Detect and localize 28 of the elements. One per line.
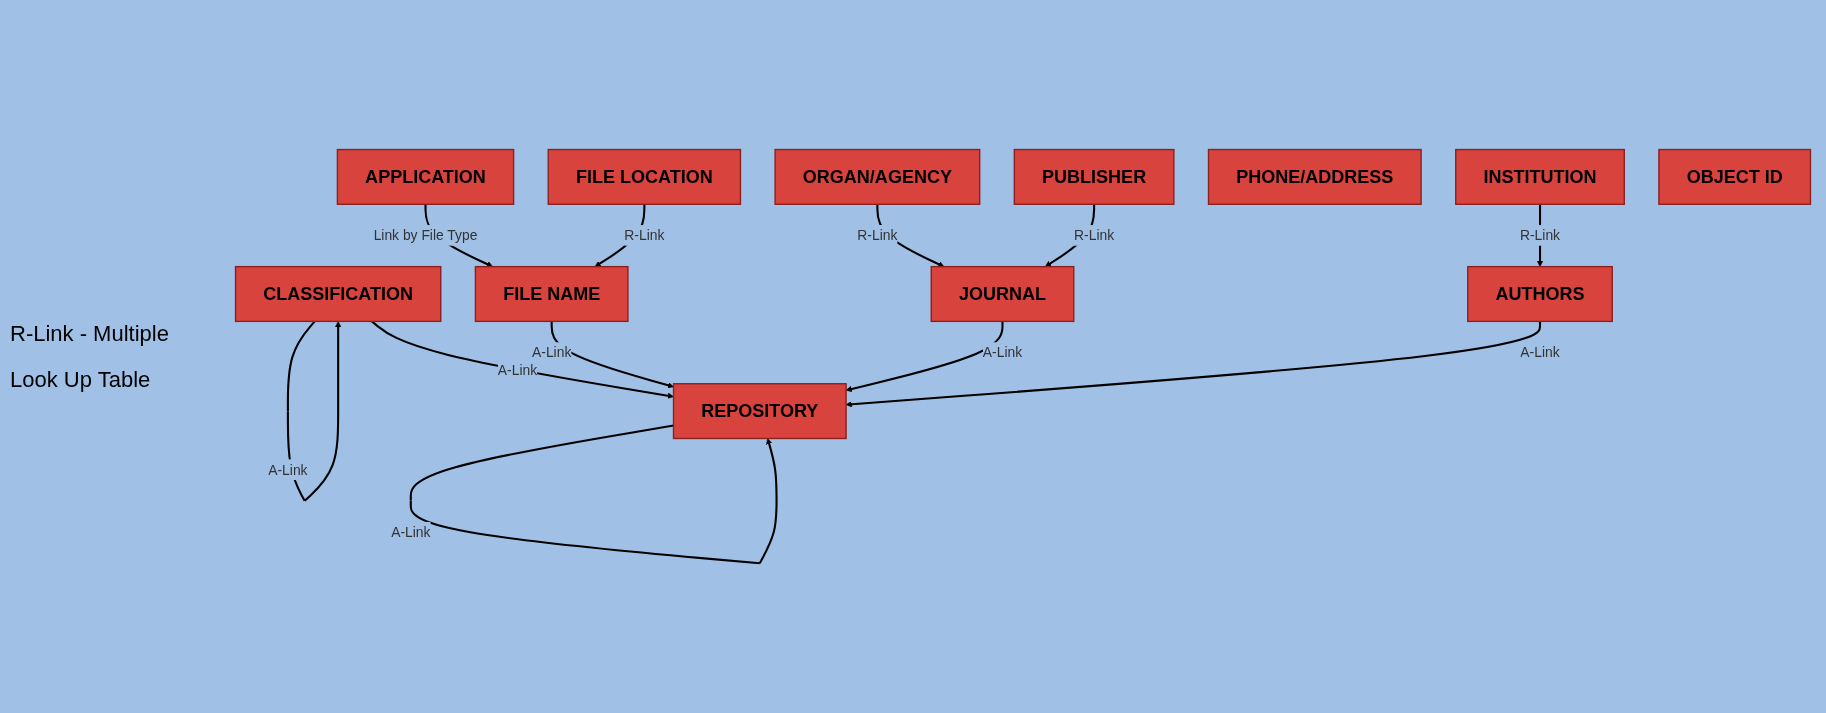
note-text: Look Up Table bbox=[10, 366, 152, 393]
node-box: REPOSITORY bbox=[672, 383, 847, 440]
edge-label: A-Link bbox=[982, 344, 1023, 361]
note-text: R-Link - Multiple bbox=[10, 320, 170, 347]
edge-label: R-Link bbox=[1519, 227, 1561, 244]
node-box: CLASSIFICATION bbox=[234, 265, 442, 323]
edge-label: A-Link bbox=[391, 524, 431, 540]
node-box: ORGAN/AGENCY bbox=[774, 148, 981, 205]
edge-label: R-Link bbox=[1074, 227, 1115, 244]
arrow bbox=[409, 424, 778, 565]
node-box: FILE NAME bbox=[474, 265, 629, 323]
edge-label: A-Link bbox=[1520, 344, 1560, 361]
edge-label: A-Link bbox=[268, 462, 308, 478]
edge-label: R-Link bbox=[624, 227, 665, 244]
node-box: AUTHORS bbox=[1467, 265, 1613, 323]
node-box: APPLICATION bbox=[336, 148, 515, 205]
arrow bbox=[550, 321, 674, 389]
edge-label: A-Link bbox=[532, 344, 572, 361]
edge-label: R-Link bbox=[857, 227, 898, 244]
edge-label: A-Link bbox=[497, 362, 538, 379]
node-box: OBJECT ID bbox=[1658, 148, 1812, 205]
arrow bbox=[371, 320, 674, 399]
edge-label: Link by File Type bbox=[373, 227, 478, 244]
node-box: PHONE/ADDRESS bbox=[1207, 148, 1422, 205]
node-box: PUBLISHER bbox=[1013, 148, 1175, 205]
node-box: FILE LOCATION bbox=[547, 148, 742, 205]
node-box: INSTITUTION bbox=[1455, 148, 1625, 205]
node-box: JOURNAL bbox=[930, 265, 1075, 323]
